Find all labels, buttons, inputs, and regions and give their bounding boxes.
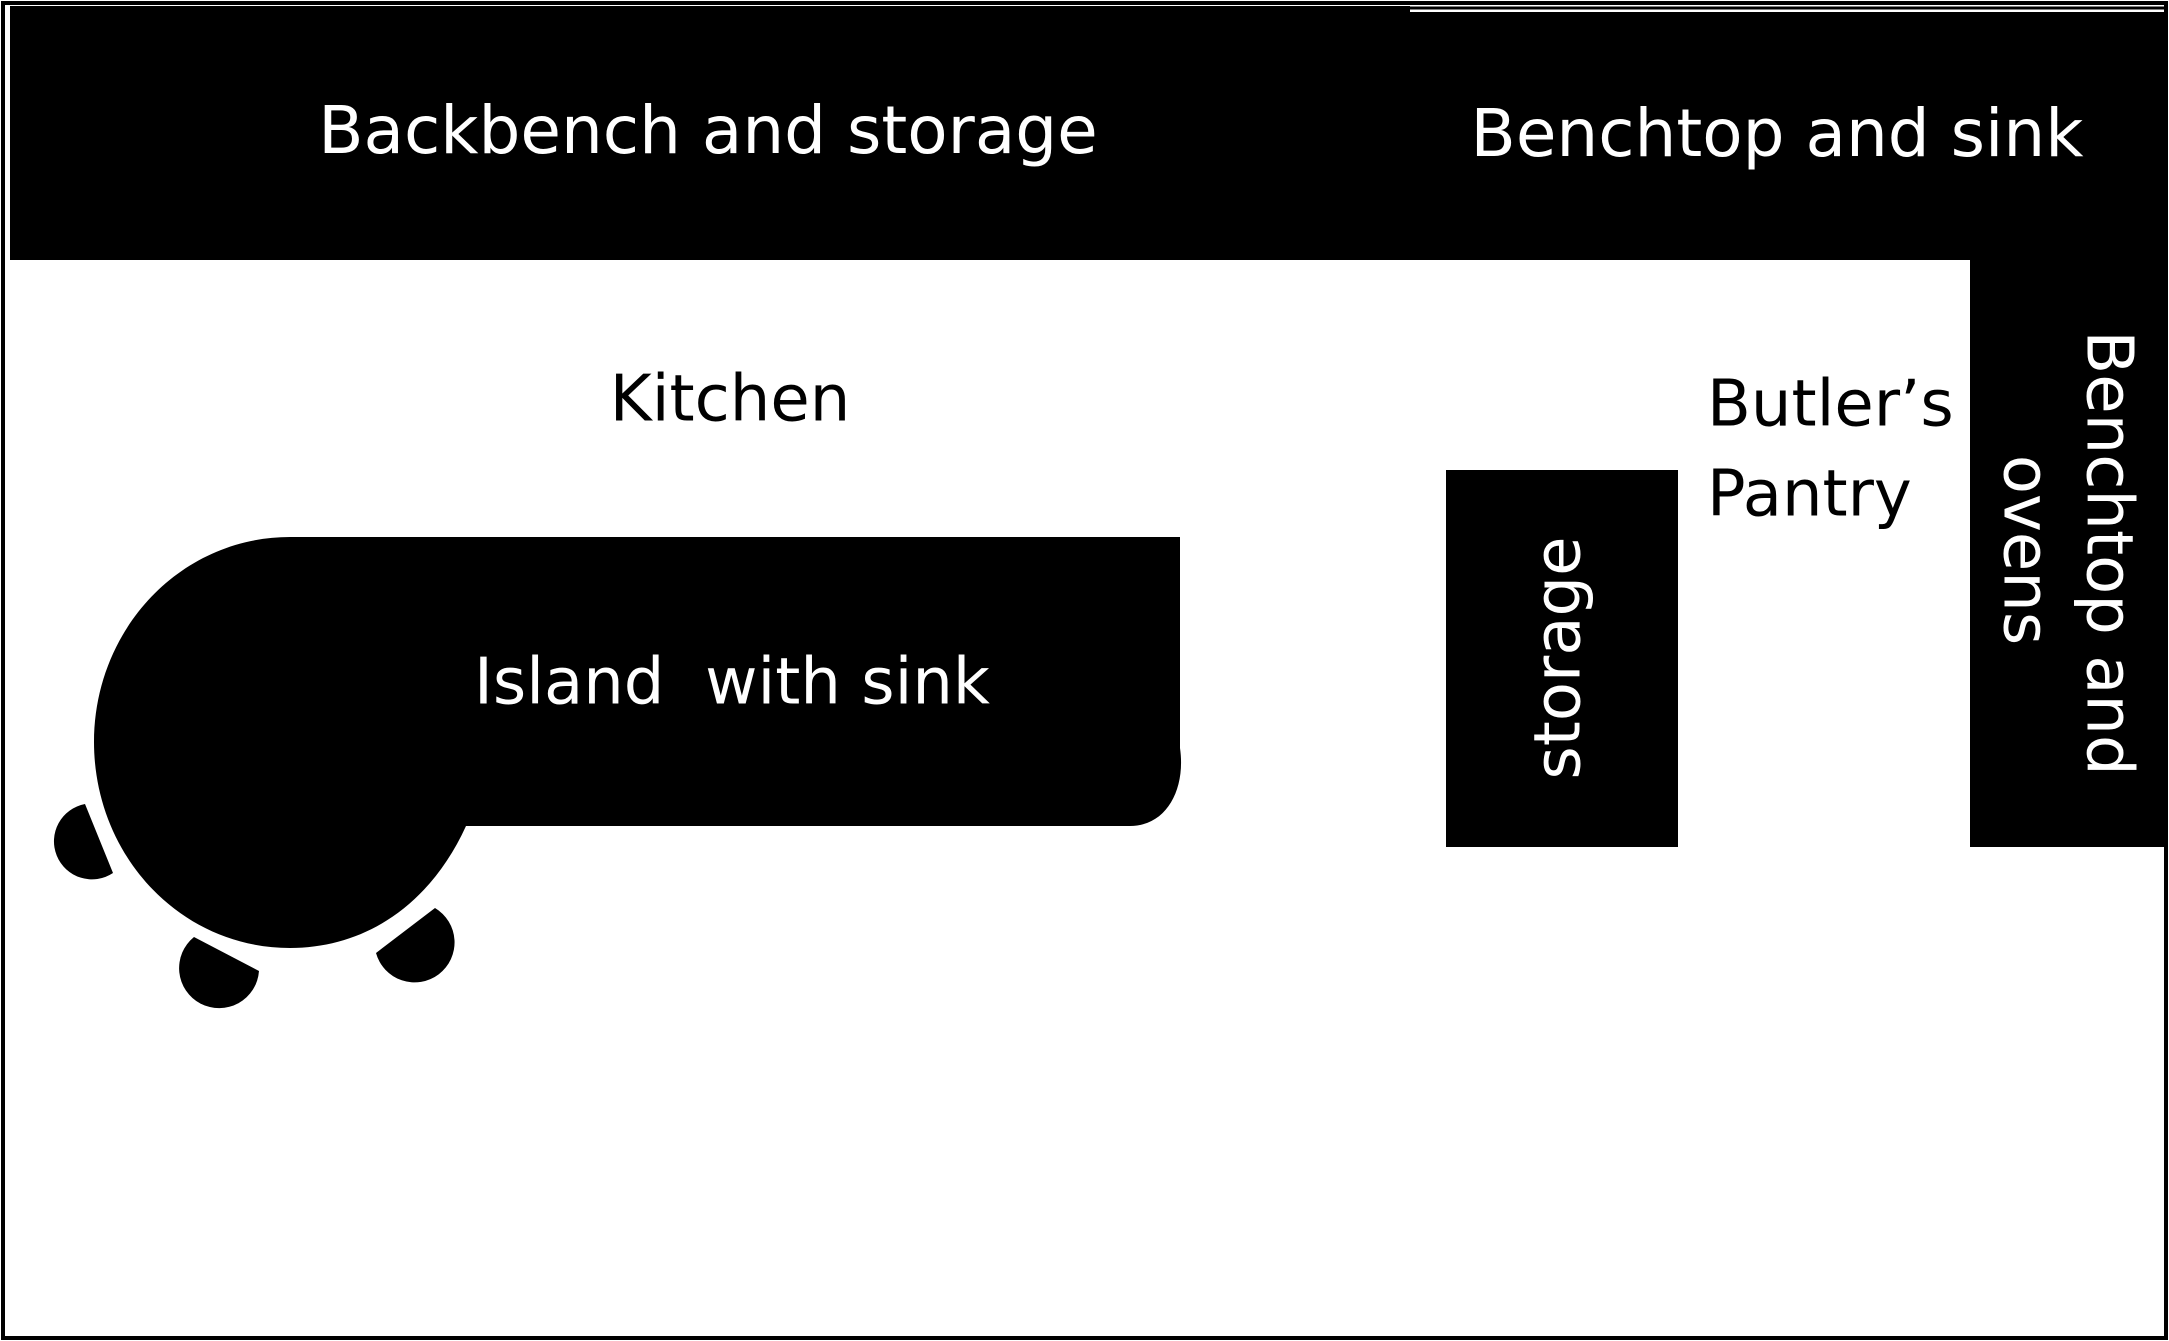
benchtop-ovens-block xyxy=(1970,256,2166,847)
benchtop-ovens-label-line1: Benchtop and xyxy=(2071,330,2145,775)
storage-block xyxy=(1446,470,1678,847)
stool-left xyxy=(53,804,113,880)
butlers-pantry-label-line2: Pantry xyxy=(1707,458,1912,532)
island-block xyxy=(94,537,1182,948)
backbench-label: Backbench and storage xyxy=(318,92,1098,169)
benchtop-sink-block xyxy=(1406,12,2168,260)
butlers-pantry-label-line1: Butler’s xyxy=(1707,368,1954,442)
stool-bottom xyxy=(179,937,259,1009)
benchtop-ovens-label-line2: ovens xyxy=(1988,455,2062,645)
backbench-block xyxy=(10,6,1410,260)
stool-right xyxy=(376,908,455,983)
kitchen-label: Kitchen xyxy=(610,363,851,437)
storage-label: storage xyxy=(1522,536,1596,779)
island-label: Island with sink xyxy=(474,646,990,720)
benchtop-sink-label: Benchtop and sink xyxy=(1471,95,2085,172)
